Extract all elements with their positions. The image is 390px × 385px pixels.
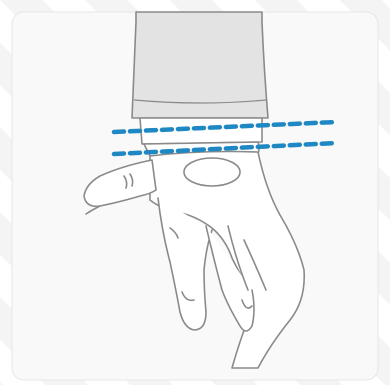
sleeve <box>132 12 268 118</box>
